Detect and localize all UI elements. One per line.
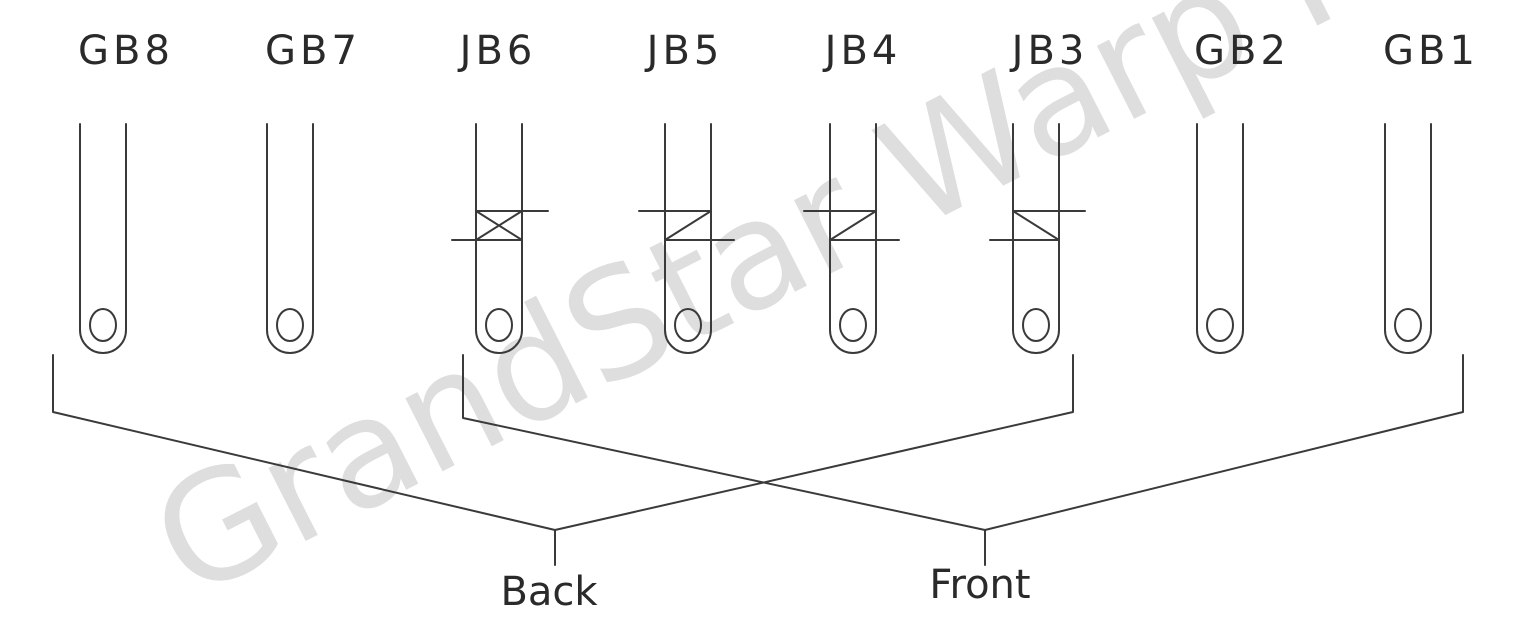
jacquard-needle-jb3	[989, 123, 1086, 354]
guide-needle-gb1	[1384, 123, 1432, 354]
jacquard-deflection-mark	[451, 210, 549, 241]
jacquard-needle-jb6	[451, 123, 549, 354]
guide-needles	[79, 123, 1432, 354]
bar-label-gb1: GB1	[1383, 28, 1479, 74]
needle-eye	[1022, 308, 1050, 342]
bar-label-gb2: GB2	[1194, 28, 1290, 74]
back-label: Back	[500, 569, 598, 615]
jacquard-deflection-mark	[803, 210, 900, 241]
group-brackets	[52, 354, 1464, 566]
needle-eye	[89, 308, 117, 342]
guide-needle-gb8	[79, 123, 127, 354]
bar-label-jb3: JB3	[1009, 28, 1089, 74]
bar-label-jb5: JB5	[644, 28, 724, 74]
needle-eye	[276, 308, 304, 342]
jacquard-needle-jb4	[803, 123, 900, 354]
jacquard-deflection-mark	[989, 210, 1086, 241]
guide-needle-gb2	[1196, 123, 1244, 354]
bar-label-jb6: JB6	[457, 28, 537, 74]
jacquard-needle-jb5	[638, 123, 735, 354]
needle-eye	[839, 308, 867, 342]
needle-eye	[485, 308, 513, 342]
needle-eye	[1206, 308, 1234, 342]
guide-bar-labels: GB8 GB7 JB6 JB5 JB4 JB3 GB2 GB1	[78, 28, 1479, 74]
bar-label-gb7: GB7	[265, 28, 361, 74]
bar-label-gb8: GB8	[78, 28, 174, 74]
needle-eye	[674, 308, 702, 342]
jacquard-deflection-mark	[638, 210, 735, 241]
watermark-text: GrandStar Warp Knitting	[127, 0, 1536, 627]
needle-eye	[1394, 308, 1422, 342]
bar-label-jb4: JB4	[822, 28, 902, 74]
guide-needle-gb7	[266, 123, 314, 354]
front-label: Front	[929, 562, 1030, 608]
